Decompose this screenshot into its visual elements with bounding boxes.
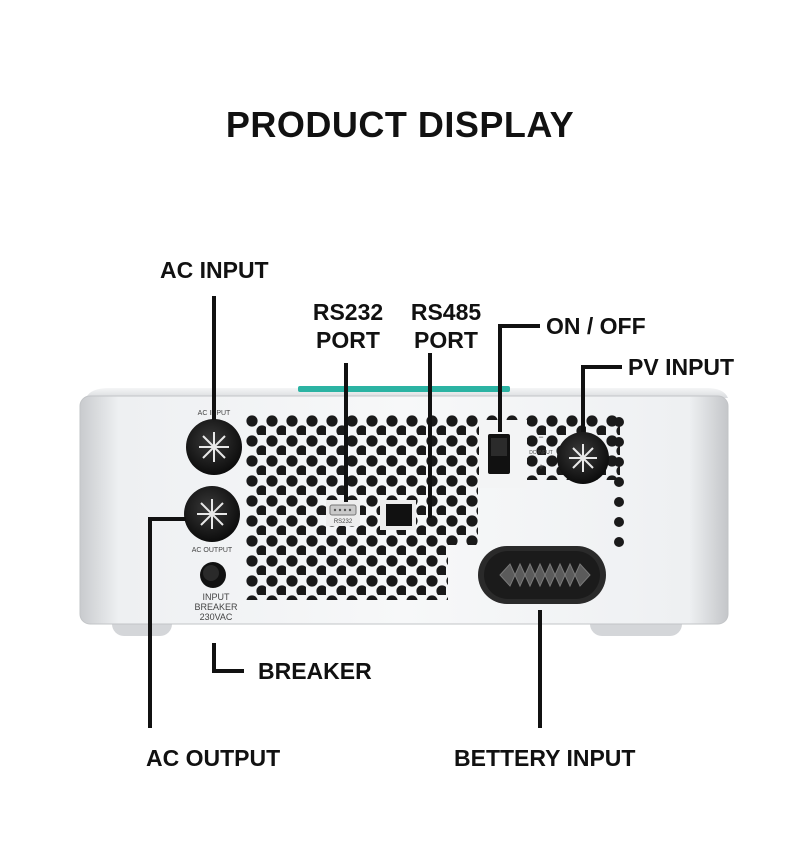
battery-terminal [478,546,606,604]
leader-breaker [212,643,244,673]
panel-label-voltage: 230VAC [200,612,233,622]
callout-rs232-line2: PORT [316,327,380,353]
db9-connector-icon [329,504,357,516]
power-switch [479,420,527,488]
leader-pv-input [581,365,622,432]
panel-label-plus: + [538,462,543,472]
callout-breaker: BREAKER [258,658,372,684]
callout-rs485-line2: PORT [414,327,478,353]
callout-ac-input: AC INPUT [160,257,269,283]
ac-output-terminal: AC OUTPUT [184,486,240,554]
callout-rs232-line1: RS232 [312,299,384,325]
panel-label-dc-input: DC INPUT [529,450,553,456]
battery-terminal-icon [499,562,591,588]
callout-ac-output: AC OUTPUT [146,745,281,771]
pv-input-terminal: − DC INPUT + [529,432,609,484]
leader-ac-output [148,517,186,728]
page-title: PRODUCT DISPLAY [225,104,575,145]
panel-label-minus: − [538,432,543,442]
panel-label-input: INPUT [203,592,231,602]
terminal-star-icon [569,444,597,472]
callout-on-off: ON / OFF [546,313,646,339]
panel-label-breaker: BREAKER [194,602,238,612]
panel-label-rs232: RS232 [334,519,353,525]
callout-rs485-line1: RS485 [410,299,482,325]
side-vent-column [614,417,624,547]
callout-rs485: RS485 PORT [406,298,486,354]
panel-label-ac-output: AC OUTPUT [192,547,233,554]
rj45-port-icon [386,504,412,526]
leader-on-off [498,324,540,432]
callout-pv-input: PV INPUT [628,354,735,380]
input-breaker: INPUT BREAKER 230VAC [194,562,238,622]
terminal-star-icon [197,499,227,529]
rs485-port [380,500,416,530]
terminal-star-icon [199,432,229,462]
leader-lines [148,296,622,728]
accent-strip [298,386,510,392]
callout-rs232: RS232 PORT [308,298,388,354]
rs232-port: RS232 [326,500,360,526]
callout-battery-input: BETTERY INPUT [454,745,636,771]
